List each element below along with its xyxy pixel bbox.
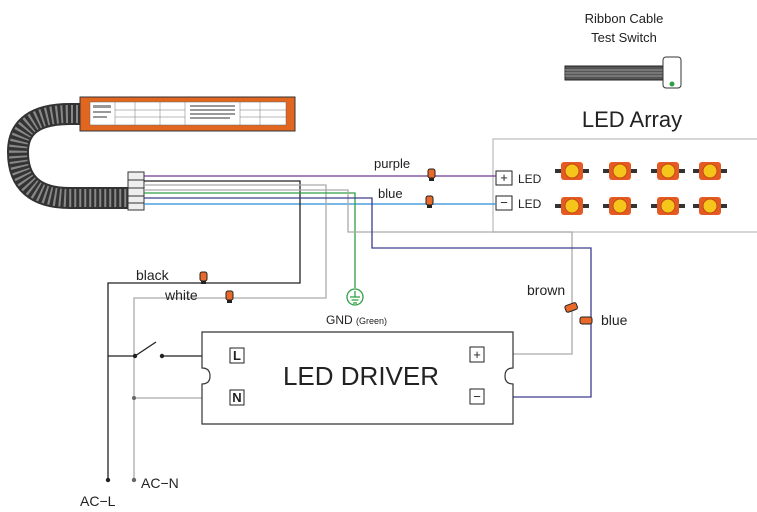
driver-N-label: N <box>232 390 241 405</box>
ground-wire <box>144 192 356 288</box>
led-plus-terminal <box>495 170 513 186</box>
wire-nut-brown-icon <box>564 302 578 313</box>
neutral-junction-dot <box>132 396 136 400</box>
driver-plus-terminal <box>469 346 485 363</box>
test-switch-label: Test Switch <box>591 30 657 45</box>
led-chip-icon <box>555 197 589 215</box>
led-minus-symbol: − <box>500 195 508 210</box>
led-chip-icon <box>693 162 727 180</box>
driver-minus-terminal <box>469 388 485 405</box>
ribbon-cable-label: Ribbon Cable <box>585 11 664 26</box>
driver-N-terminal <box>229 389 245 406</box>
gnd-label: GND (Green) <box>326 313 387 327</box>
led-chip-icon <box>555 162 589 180</box>
led-array-title: LED Array <box>582 107 682 132</box>
led-minus-terminal <box>495 195 513 211</box>
led-driver-title: LED DRIVER <box>283 361 439 391</box>
wire-nut-blue2-icon <box>579 316 593 325</box>
led-driver-box <box>201 331 514 425</box>
blue-label-top: blue <box>378 186 403 201</box>
white-label: white <box>164 287 198 303</box>
wire-nut-purple-icon <box>427 168 436 181</box>
white-wire <box>133 184 327 478</box>
led-array-box <box>492 138 757 233</box>
ac-l-terminal-dot <box>105 477 111 483</box>
blue-label-right: blue <box>601 312 628 328</box>
led-minus-label: LED <box>518 197 542 211</box>
ac-n-terminal-dot <box>131 477 137 483</box>
connector-block <box>127 171 145 211</box>
led-chips <box>555 162 727 215</box>
driver-L-terminal <box>229 347 245 364</box>
wire-nut-blue-icon <box>425 195 434 208</box>
driver-L-label: L <box>233 348 241 363</box>
black-label: black <box>136 267 170 283</box>
black-wire <box>107 180 301 478</box>
blue-wire-driver <box>144 197 592 398</box>
test-switch-icon <box>564 56 682 89</box>
wall-switch-icon <box>132 341 165 359</box>
brown-label: brown <box>527 282 565 298</box>
wire-nut-white-icon <box>225 290 234 303</box>
led-chip-icon <box>651 197 685 215</box>
purple-label: purple <box>374 156 410 171</box>
wires <box>107 175 592 478</box>
wire-nut-black-icon <box>199 271 208 284</box>
ac-n-label: AC−N <box>141 475 179 491</box>
led-plus-symbol: + <box>500 170 508 185</box>
ac-l-label: AC−L <box>80 493 116 509</box>
led-chip-icon <box>603 197 637 215</box>
led-chip-icon <box>651 162 685 180</box>
ground-icon <box>346 288 364 306</box>
emergency-driver-module <box>79 96 296 132</box>
led-plus-label: LED <box>518 172 542 186</box>
led-chip-icon <box>693 197 727 215</box>
wire-nuts <box>199 168 593 325</box>
led-chip-icon <box>603 162 637 180</box>
driver-plus-label: + <box>473 347 481 362</box>
driver-minus-label: − <box>473 389 481 404</box>
brown-wire <box>144 189 573 355</box>
coiled-conduit <box>6 103 128 209</box>
